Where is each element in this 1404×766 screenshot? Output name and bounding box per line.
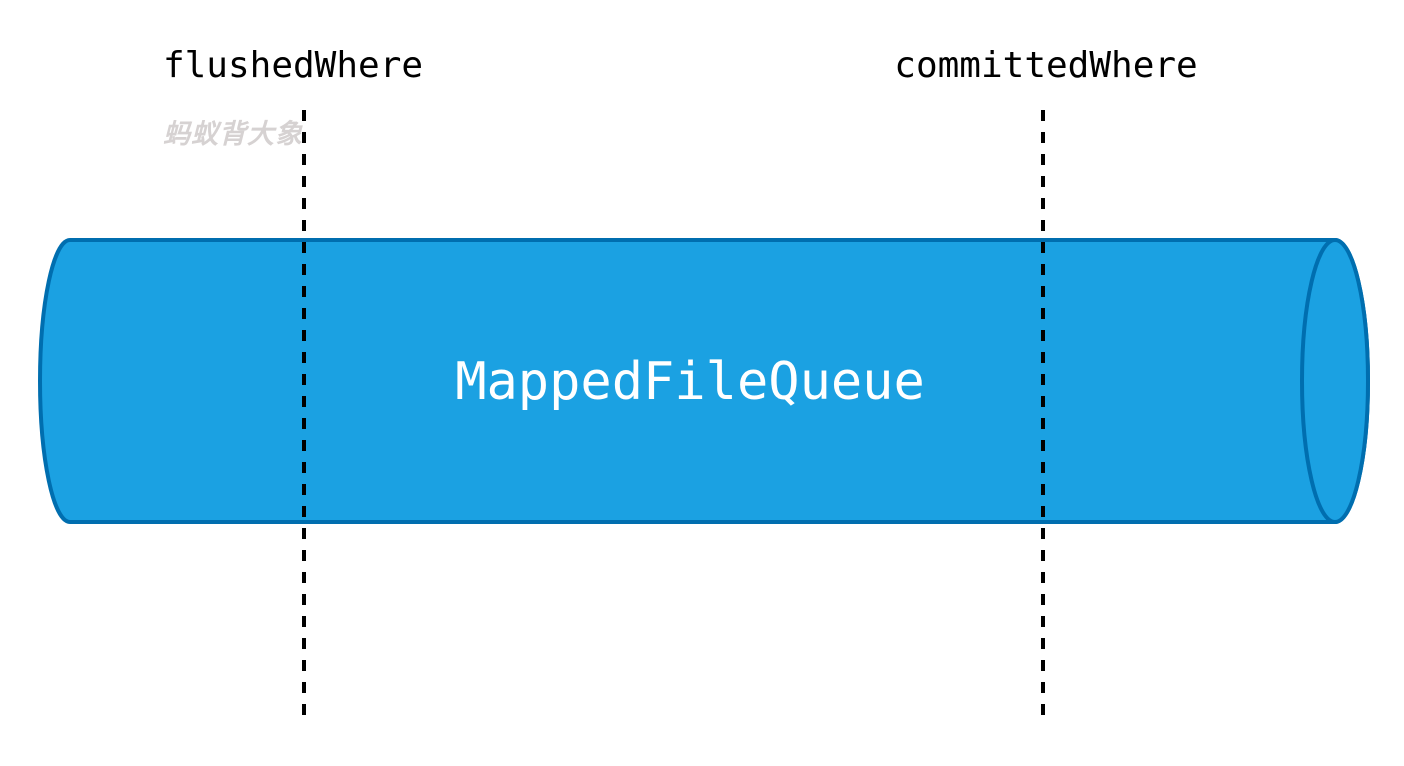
committed-where-label: committedWhere xyxy=(894,45,1198,86)
cylinder-cap xyxy=(1300,238,1370,524)
flushed-where-label: flushedWhere xyxy=(162,45,424,86)
cylinder-label: MappedFileQueue xyxy=(455,352,925,412)
watermark: 蚂蚁背大象 xyxy=(163,119,303,150)
